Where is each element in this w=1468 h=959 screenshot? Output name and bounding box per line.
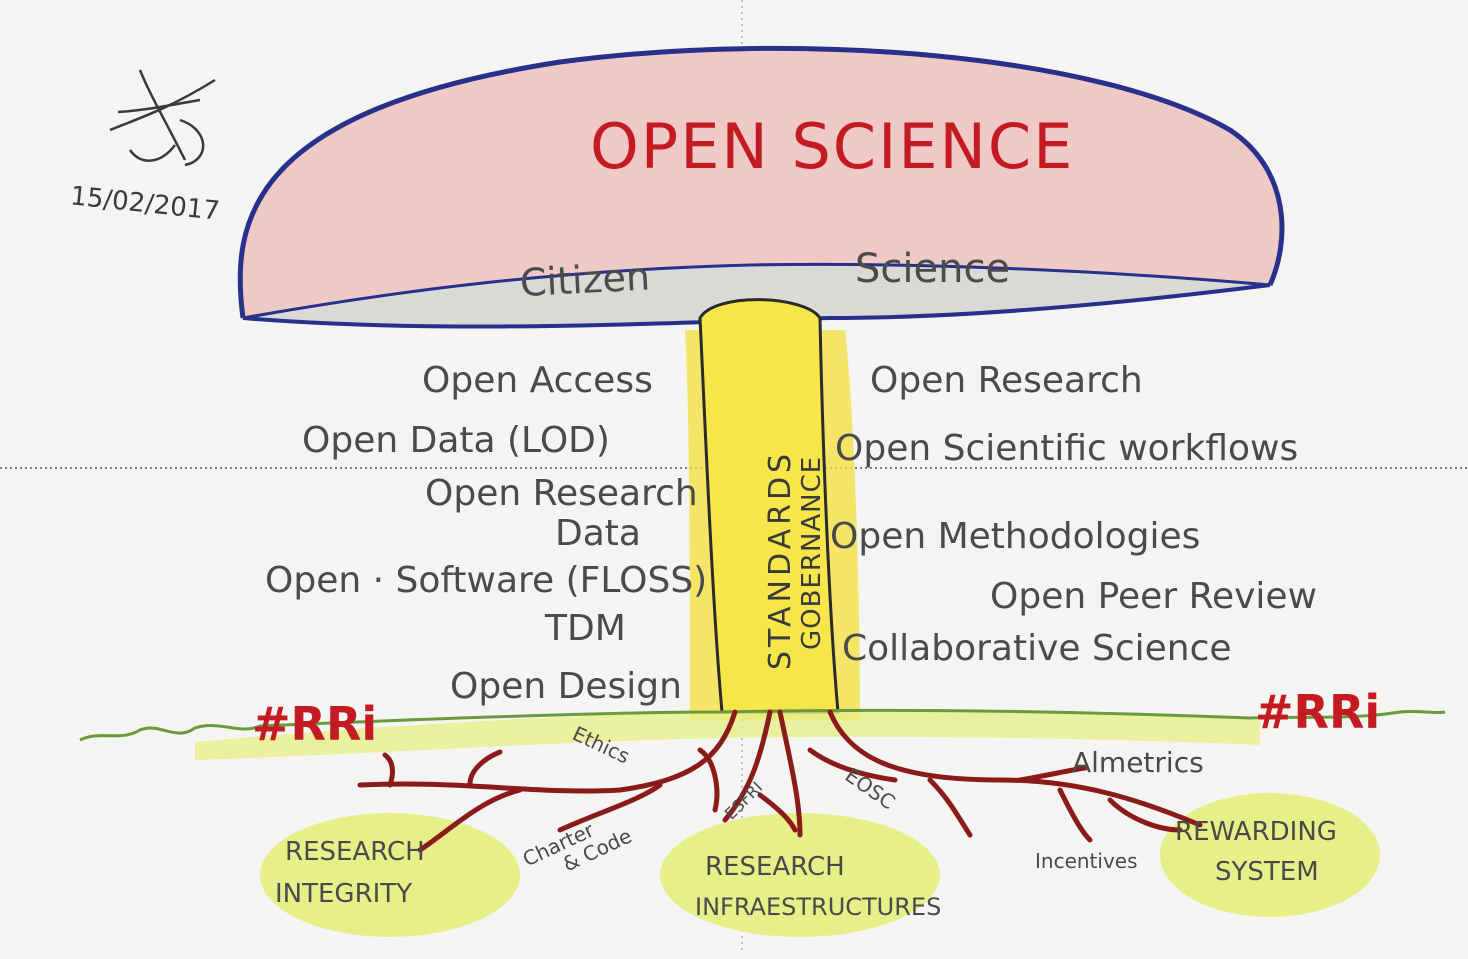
left-item: Open · Software (FLOSS) — [265, 560, 707, 601]
root-label-altmetrics: Almetrics — [1072, 746, 1204, 779]
stem-label-gobernance: GOBERNANCE — [797, 456, 827, 650]
left-item: Open Research — [425, 473, 698, 514]
pillar-highlight-integrity — [260, 813, 520, 937]
pillar-rewarding-system-line1: REWARDING — [1175, 817, 1337, 847]
pillar-research-integrity-line2: INTEGRITY — [275, 879, 412, 909]
hashtag-left: #RRi — [252, 697, 377, 751]
ground-line — [79, 708, 1446, 742]
hashtag-right: #RRi — [1255, 685, 1380, 739]
left-item: Open Data (LOD) — [302, 420, 610, 461]
pillar-research-integrity-line1: RESEARCH — [285, 837, 425, 867]
pillar-rewarding-system-line2: SYSTEM — [1215, 857, 1319, 887]
right-item: Open Peer Review — [990, 576, 1317, 617]
cap-label-science: Science — [855, 246, 1010, 292]
pillar-research-infrastructures-line1: RESEARCH — [705, 852, 845, 882]
diagram-title: OPEN SCIENCE — [590, 110, 1074, 183]
pillar-highlight-infrastructures — [660, 813, 940, 937]
mushroom-stem — [698, 298, 840, 714]
right-item: Open Methodologies — [830, 516, 1200, 557]
right-item: Open Research — [870, 360, 1143, 401]
mushroom-roots — [357, 709, 1203, 853]
right-item: Open Scientific workflows — [835, 428, 1298, 469]
left-item: Open Access — [422, 360, 653, 401]
root-label-eosc: EOSC — [841, 763, 900, 814]
pillar-research-infrastructures-line2: INFRAESTRUCTURES — [695, 893, 941, 921]
stem-label-standards: STANDARDS — [763, 450, 798, 670]
pillar-highlight-rewarding — [1160, 793, 1380, 917]
date-label: 15/02/2017 — [69, 181, 221, 227]
right-items: Open Research Open Scientific workflows … — [830, 360, 1317, 669]
left-item: Open Design — [450, 666, 682, 707]
left-item: TDM — [544, 608, 626, 649]
left-items: Open Access Open Data (LOD) Open Researc… — [265, 360, 707, 707]
right-item: Collaborative Science — [842, 628, 1232, 669]
left-item: Data — [555, 513, 641, 554]
mushroom-cap — [237, 45, 1285, 329]
cap-label-citizen: Citizen — [519, 254, 651, 305]
root-label-incentives: Incentives — [1035, 849, 1138, 873]
signature-mark — [109, 69, 216, 167]
